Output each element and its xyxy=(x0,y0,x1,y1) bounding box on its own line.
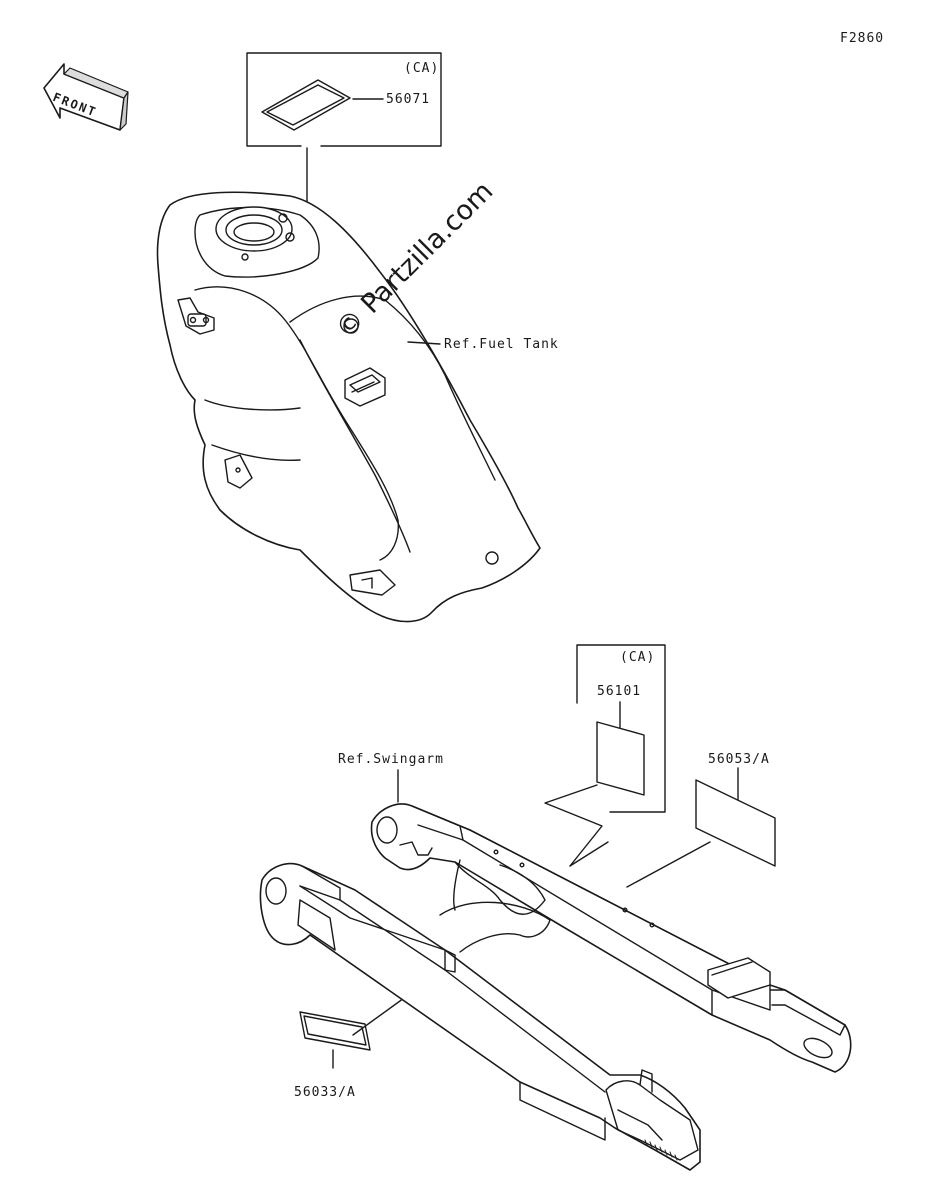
figure-code: F2860 xyxy=(840,31,885,46)
label-56053-a-shape xyxy=(626,767,776,888)
fuel-tank-drawing xyxy=(156,191,541,623)
part-number-56053-a: 56053/A xyxy=(708,752,770,767)
swingarm-drawing xyxy=(259,769,852,1171)
front-arrow-icon xyxy=(43,63,129,131)
swingarm-reference: Ref.Swingarm xyxy=(338,752,444,767)
part-number-56071: 56071 xyxy=(386,92,431,107)
fuel-tank-reference: Ref.Fuel Tank xyxy=(444,337,559,352)
fuel-tank-inset-box xyxy=(246,52,442,273)
part-number-56101: 56101 xyxy=(597,684,642,699)
part-number-56033-a: 56033/A xyxy=(294,1085,356,1100)
fuel-tank-inset-tag: (CA) xyxy=(404,61,440,76)
watermark-mark-icon xyxy=(343,318,359,334)
swingarm-inset-tag: (CA) xyxy=(620,650,656,665)
swingarm-inset-box xyxy=(544,644,666,867)
